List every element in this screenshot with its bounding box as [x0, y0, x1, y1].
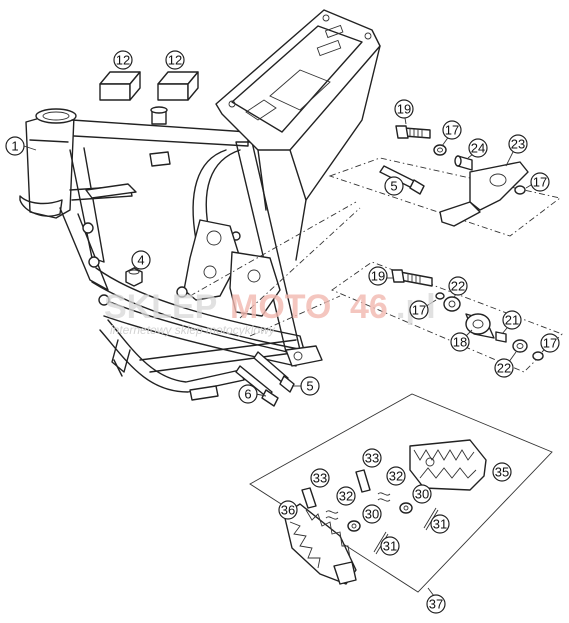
callout-number: 33: [365, 451, 379, 466]
callout-number: 32: [389, 469, 403, 484]
callout-30-left: 30: [362, 504, 382, 524]
callout-12-left: 12: [113, 50, 133, 70]
callout-number: 12: [168, 53, 182, 68]
watermark-brand-left: SKLEP: [104, 288, 217, 326]
callout-number: 30: [415, 487, 429, 502]
watermark: SKLEP MOTO 46 .pl internetowy sklep moto…: [104, 288, 436, 337]
callout-number: 12: [116, 53, 130, 68]
callout-5-top: 5: [384, 176, 404, 196]
callout-number: 31: [383, 539, 397, 554]
callout-35: 35: [492, 462, 512, 482]
callout-17-c: 17: [409, 300, 429, 320]
callout-33-left: 33: [310, 468, 330, 488]
callout-number: 32: [339, 489, 353, 504]
callout-number: 37: [429, 597, 443, 612]
watermark-brand-mid: MOTO: [230, 288, 331, 326]
rear-brake-pivot-group: [189, 125, 562, 319]
callout-number: 24: [471, 141, 485, 156]
callout-number: 21: [505, 313, 519, 328]
callout-32-left: 32: [336, 486, 356, 506]
watermark-brand-num: 46: [350, 288, 388, 326]
callout-17-d: 17: [540, 333, 560, 353]
callout-17-b: 17: [530, 172, 550, 192]
callout-31-right: 31: [430, 514, 450, 534]
callout-17-a: 17: [442, 120, 462, 140]
callout-36: 36: [278, 500, 298, 520]
callout-number: 19: [371, 269, 385, 284]
callout-number: 22: [497, 361, 511, 376]
watermark-tagline: internetowy sklep motocyklowy: [110, 323, 276, 337]
callout-6: 6: [238, 384, 258, 404]
part-12-right: [157, 71, 199, 101]
callout-number: 17: [533, 175, 547, 190]
pivot-shaft-group: [249, 261, 563, 373]
callout-19-top: 19: [394, 99, 414, 119]
callout-number: 35: [495, 465, 509, 480]
callout-24: 24: [468, 138, 488, 158]
callout-22-top: 22: [448, 276, 468, 296]
callout-number: 5: [306, 379, 313, 394]
callout-33-right: 33: [362, 448, 382, 468]
part-4-nut: [125, 267, 143, 287]
callout-number: 1: [11, 139, 18, 154]
footpeg-kit-box: [249, 393, 553, 593]
callout-number: 18: [453, 335, 467, 350]
callout-12-right: 12: [165, 50, 185, 70]
callout-22-bottom: 22: [494, 358, 514, 378]
callout-19-bottom: 19: [368, 266, 388, 286]
callout-number: 17: [445, 123, 459, 138]
callout-32-right: 32: [386, 466, 406, 486]
callout-number: 36: [281, 503, 295, 518]
callout-23: 23: [508, 134, 528, 154]
callout-number: 17: [412, 303, 426, 318]
callout-18: 18: [450, 332, 470, 352]
callout-number: 5: [390, 179, 397, 194]
callout-4: 4: [131, 250, 151, 270]
frame-drawing: [19, 9, 381, 401]
callout-number: 23: [511, 137, 525, 152]
callout-number: 19: [397, 102, 411, 117]
callout-21: 21: [502, 310, 522, 330]
callout-number: 17: [543, 336, 557, 351]
callout-number: 30: [365, 507, 379, 522]
callout-1: 1: [5, 136, 25, 156]
callout-number: 31: [433, 517, 447, 532]
part-12-left: [99, 71, 141, 101]
callout-5-bottom: 5: [300, 376, 320, 396]
callout-number: 4: [137, 253, 144, 268]
callout-number: 22: [451, 279, 465, 294]
callout-number: 33: [313, 471, 327, 486]
callout-37: 37: [426, 594, 446, 614]
callout-30-right: 30: [412, 484, 432, 504]
callout-31-left: 31: [380, 536, 400, 556]
callout-number: 6: [244, 387, 251, 402]
callouts: 1 12 12 4 5 5 6 17 17 17 17 18 19 19 21 …: [5, 50, 560, 614]
